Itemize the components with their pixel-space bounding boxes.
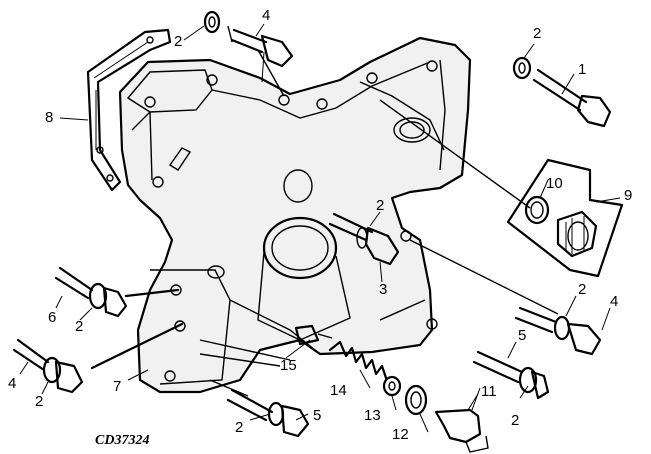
washer-top-left [203,10,221,34]
callout-2: 2 [533,25,541,42]
callout-14: 14 [330,382,347,399]
bolt-right-lower [472,350,550,400]
callout-5: 5 [313,407,321,424]
bolt-top-left [227,25,294,68]
callouts: 1 2 2 2 2 2 2 2 2 3 4 4 4 5 5 6 7 8 9 10… [8,7,632,443]
callout-2: 2 [578,281,586,298]
callout-6: 6 [48,309,56,326]
timing-gear-cover [118,36,472,394]
callout-2: 2 [35,393,43,410]
callout-9: 9 [624,187,632,204]
callout-8: 8 [45,109,53,126]
callout-1: 1 [578,61,586,78]
bolt-top-right [532,68,612,128]
callout-12: 12 [392,426,409,443]
bolt-left-lower [12,338,84,394]
leader-lines [19,23,621,433]
washer-top-right [512,56,532,80]
callout-13: 13 [364,407,381,424]
bolt-left-upper [54,266,128,318]
seal-ring [404,384,428,416]
callout-2: 2 [376,197,384,214]
callout-2: 2 [235,419,243,436]
callout-3: 3 [379,281,387,298]
callout-5: 5 [518,327,526,344]
callout-11: 11 [481,383,497,400]
gasket [86,28,172,192]
callout-4: 4 [8,375,16,392]
spring [328,340,388,380]
bolt-right-upper [514,306,602,356]
callout-2: 2 [511,412,519,429]
dowel-pin [294,324,333,346]
callout-4: 4 [610,293,618,310]
washer-small [382,375,402,397]
callout-7: 7 [113,378,121,395]
plug-assembly [434,408,489,453]
callout-4: 4 [262,7,270,24]
bolt-center [328,212,400,266]
callout-2: 2 [174,33,182,50]
callout-15: 15 [280,357,297,374]
callout-2: 2 [75,318,83,335]
inset-box [506,158,624,278]
figure-code: CD37324 [95,433,149,448]
callout-10: 10 [546,175,563,192]
